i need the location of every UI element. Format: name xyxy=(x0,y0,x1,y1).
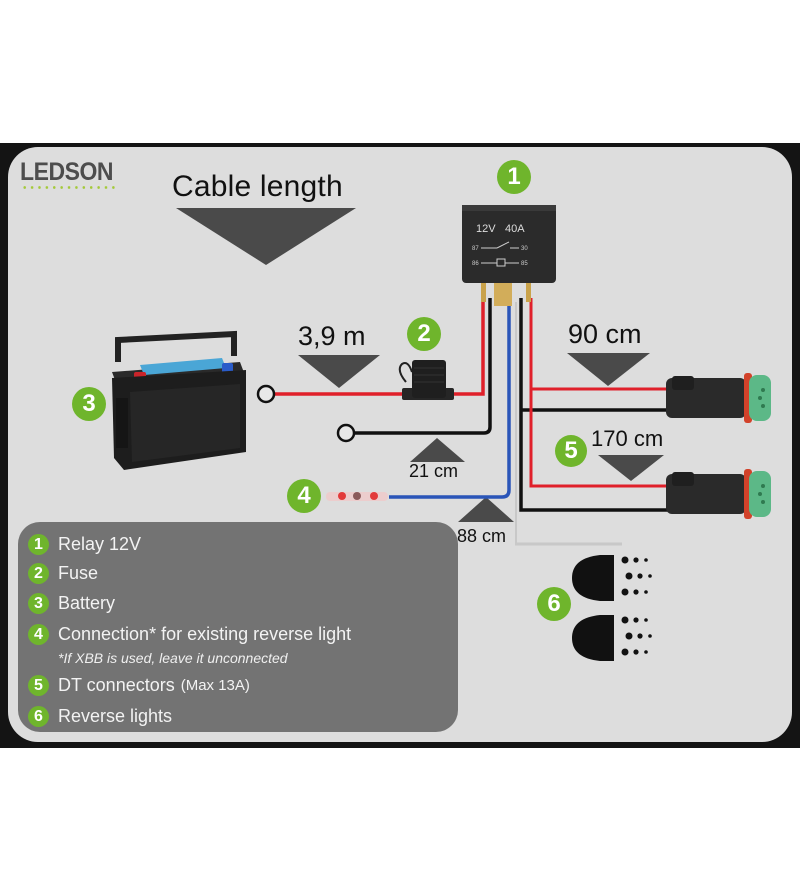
badge-fuse: 2 xyxy=(407,317,441,351)
splice-connector-icon xyxy=(326,492,388,501)
length-label-connector-1: 90 cm xyxy=(568,319,642,349)
length-arrow-icon xyxy=(598,455,664,481)
length-arrow-icon xyxy=(458,497,514,522)
ring-terminal-icon xyxy=(336,423,356,443)
svg-text:85: 85 xyxy=(521,261,528,267)
badge-relay: 1 xyxy=(497,160,531,194)
signal-wire xyxy=(389,298,511,499)
ring-terminal-icon xyxy=(256,384,276,404)
svg-text:30: 30 xyxy=(521,246,528,252)
badge-battery: 3 xyxy=(72,387,106,421)
ground-wire xyxy=(355,298,492,435)
battery-icon xyxy=(112,330,246,470)
legend-item-fuse: 2 Fuse xyxy=(28,563,98,584)
legend-item-reverse-lights: 6 Reverse lights xyxy=(28,706,172,727)
legend-panel: 1 Relay 12V 2 Fuse 3 Battery 4 Connectio… xyxy=(18,522,458,732)
page-title: Cable length xyxy=(172,170,343,203)
legend-label: Connection* for existing reverse light xyxy=(58,624,352,644)
legend-label: Relay 12V xyxy=(58,534,142,554)
reverse-light-icon xyxy=(572,555,652,601)
badge-dt-connectors: 5 xyxy=(555,435,587,467)
fuse-holder-icon xyxy=(398,360,454,400)
relay-icon: 12V 40A 87 30 86 85 xyxy=(462,205,556,306)
connector-ground-wire xyxy=(519,298,672,512)
logo-dots xyxy=(21,186,115,189)
legend-badge: 6 xyxy=(28,706,49,727)
badge-reverse-lights: 6 xyxy=(537,587,571,621)
length-label-battery-cable: 3,9 m xyxy=(298,321,366,351)
legend-note: *If XBB is used, leave it unconnected xyxy=(58,650,288,666)
legend-item-battery: 3 Battery xyxy=(28,593,115,614)
length-arrow-icon xyxy=(567,353,650,386)
legend-badge: 3 xyxy=(28,593,49,614)
legend-item-connection: 4 Connection* for existing reverse light xyxy=(28,624,351,645)
legend-suffix: (Max 13A) xyxy=(180,677,250,694)
brand-logo: LEDSON xyxy=(20,158,114,186)
legend-badge: 5 xyxy=(28,675,49,696)
length-label-ground-cable: 21 cm xyxy=(409,461,459,481)
length-label-connector-2: 170 cm xyxy=(591,426,664,451)
legend-label: DT connectors xyxy=(58,675,175,695)
badge-reverse-input: 4 xyxy=(287,479,321,513)
legend-label: Fuse xyxy=(58,563,99,583)
dt-connector-icon xyxy=(666,373,771,423)
length-label-signal-cable: 88 cm xyxy=(457,526,507,546)
title-arrow-icon xyxy=(176,208,356,265)
length-arrow-icon xyxy=(410,438,465,462)
svg-text:87: 87 xyxy=(472,246,479,252)
legend-label: Battery xyxy=(58,593,116,613)
legend-badge: 1 xyxy=(28,534,49,555)
legend-item-relay: 1 Relay 12V xyxy=(28,534,141,555)
dt-connector-icon xyxy=(666,469,771,519)
length-arrow-icon xyxy=(298,355,380,388)
svg-text:40A: 40A xyxy=(505,223,525,235)
reverse-light-icon xyxy=(572,615,652,661)
svg-text:12V: 12V xyxy=(476,223,496,235)
legend-badge: 4 xyxy=(28,624,49,645)
svg-text:86: 86 xyxy=(472,261,479,267)
positive-wire xyxy=(274,298,485,396)
legend-badge: 2 xyxy=(28,563,49,584)
legend-item-dt-connectors: 5 DT connectors (Max 13A) xyxy=(28,675,250,696)
legend-label: Reverse lights xyxy=(58,706,173,726)
